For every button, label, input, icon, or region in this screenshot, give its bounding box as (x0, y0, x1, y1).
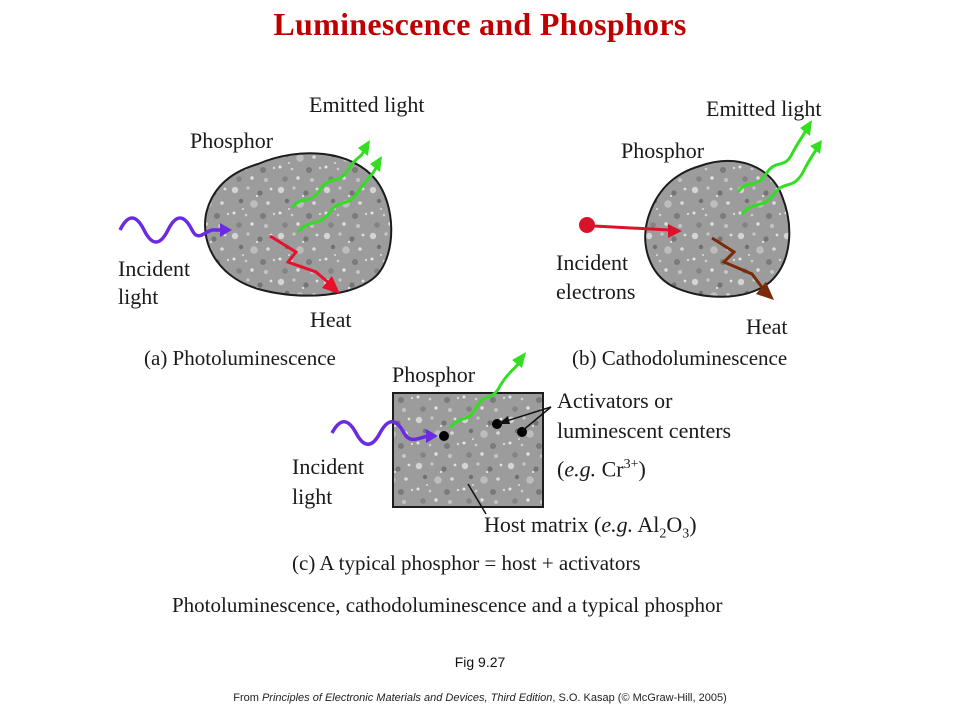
label-incident-c-line2: light (292, 484, 333, 509)
label-phosphor-c: Phosphor (392, 362, 476, 387)
label-activators-line1: Activators or (557, 388, 673, 413)
caption-b: (b) Cathodoluminescence (572, 346, 788, 370)
incident-light-wave-c (330, 420, 438, 446)
emitted-light-waves-a (290, 140, 382, 234)
label-incident-c-line1: Incident (292, 454, 365, 479)
activator-center-1 (439, 431, 449, 441)
label-emitted-light-a: Emitted light (309, 92, 425, 117)
incident-electron-b (579, 217, 682, 238)
activator-center-2 (492, 419, 502, 429)
label-incident-a-line1: Incident (118, 256, 191, 281)
host-matrix-block (392, 392, 544, 508)
label-activators-line3: (e.g. Cr3+) (557, 456, 646, 482)
caption-a: (a) Photoluminescence (144, 346, 336, 370)
page-title: Luminescence and Phosphors (273, 6, 687, 42)
label-incident-b-line2: electrons (556, 279, 636, 304)
label-heat-b: Heat (746, 314, 788, 339)
source-credit: From Principles of Electronic Materials … (233, 692, 727, 704)
phosphor-particle-a (204, 152, 393, 297)
figure-number: Fig 9.27 (454, 654, 506, 670)
panel-c-typical-phosphor (330, 352, 552, 515)
activator-pointer-lines (498, 406, 552, 432)
label-emitted-light-b: Emitted light (706, 96, 822, 121)
phosphor-particle-b (644, 159, 791, 298)
host-pointer-line (467, 483, 487, 515)
heat-arrow-a (269, 234, 340, 294)
emitted-light-waves-b (736, 120, 822, 216)
figure-caption: Photoluminescence, cathodoluminescence a… (172, 593, 723, 617)
label-host-matrix: Host matrix (e.g. Al2O3) (484, 512, 697, 542)
incident-light-wave-a (118, 216, 232, 244)
label-phosphor-a: Phosphor (190, 128, 274, 153)
label-incident-b-line1: Incident (556, 250, 629, 275)
label-activators-line2: luminescent centers (557, 418, 732, 443)
heat-arrow-b (711, 236, 774, 300)
panel-a-photoluminescence (118, 140, 393, 297)
emitted-light-wave-c (448, 352, 526, 429)
label-incident-a-line2: light (118, 284, 159, 309)
label-heat-a: Heat (310, 307, 352, 332)
label-phosphor-b: Phosphor (621, 138, 705, 163)
panel-b-cathodoluminescence (579, 120, 822, 300)
caption-c: (c) A typical phosphor = host + activato… (292, 551, 641, 575)
